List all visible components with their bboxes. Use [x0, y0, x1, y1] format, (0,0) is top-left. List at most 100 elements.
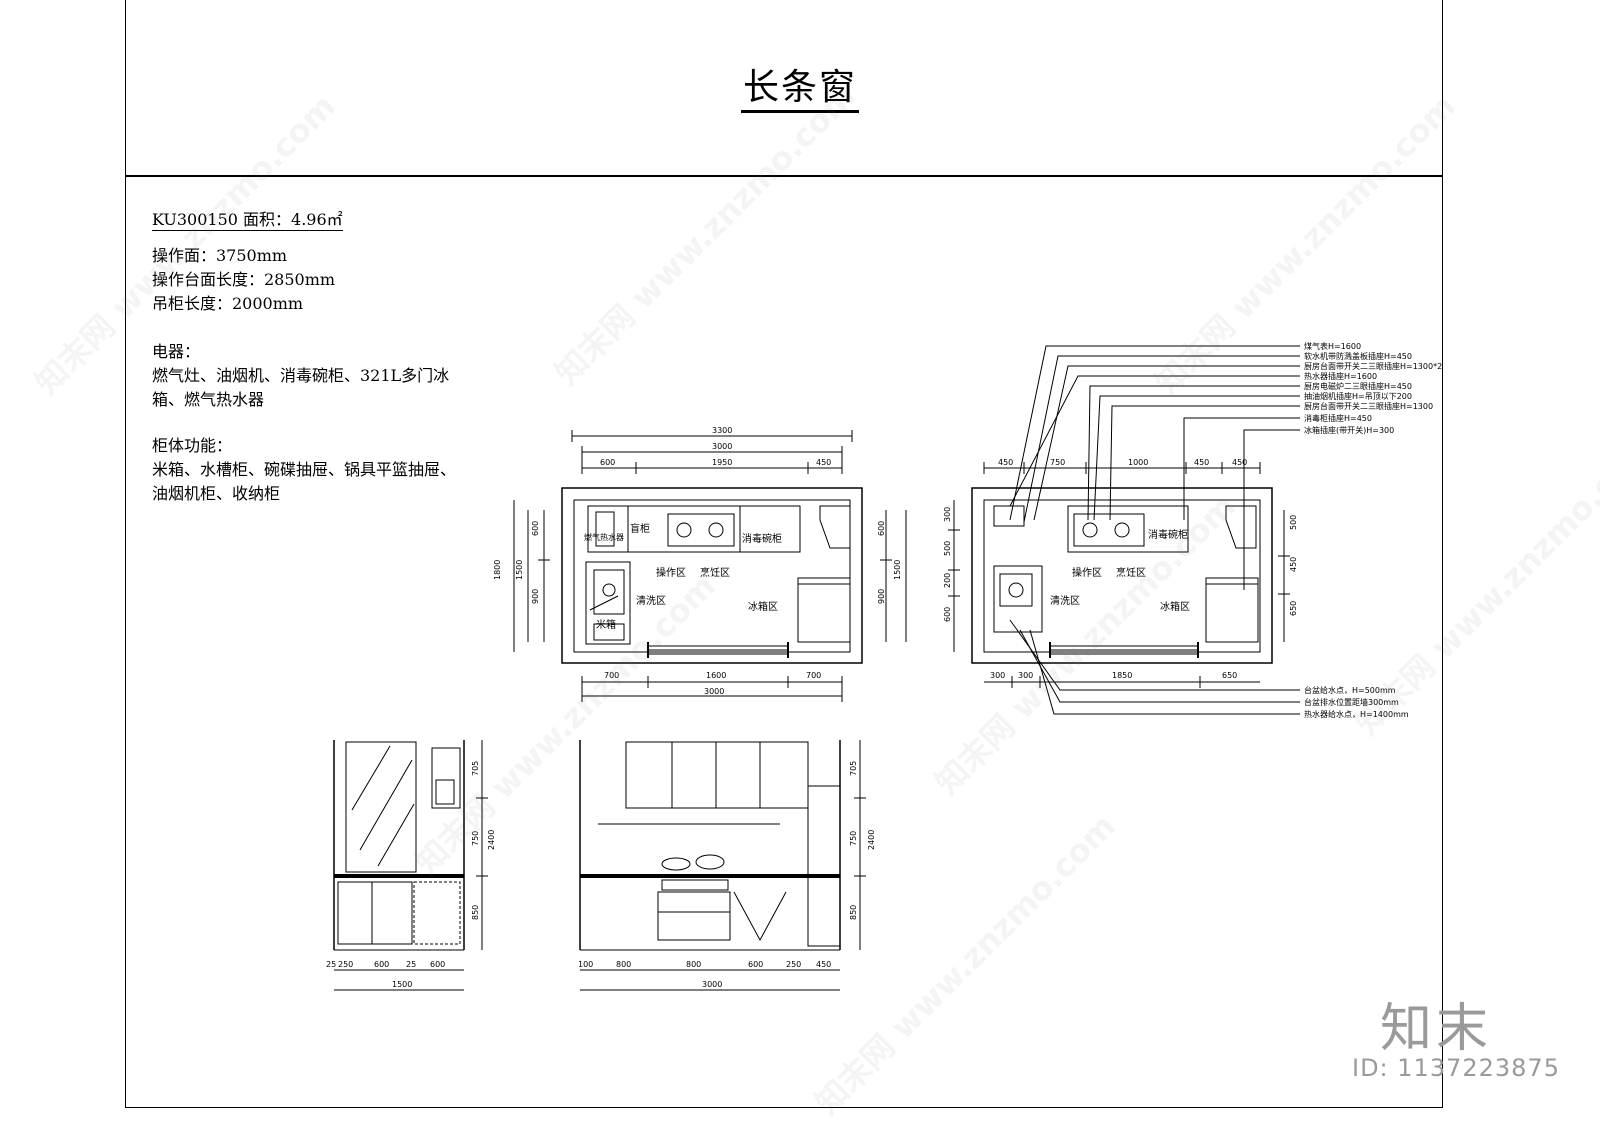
dim-bottom-seg: 600: [430, 960, 445, 969]
appliances-line1: 燃气灶、油烟机、消毒碗柜、321L多门冰: [152, 366, 450, 385]
functions-line1: 米箱、水槽柜、碗碟抽屉、锅具平篮抽屉、: [152, 460, 457, 479]
dim-top-total: 3300: [712, 426, 732, 435]
brand-logo: 知末: [1380, 999, 1493, 1059]
dim-top-seg: 450: [1194, 458, 1209, 467]
dim-right: 450: [1289, 557, 1298, 572]
label-disinfection-cabinet: 消毒碗柜: [742, 532, 782, 545]
dim-bottom-seg: 1850: [1112, 671, 1132, 680]
legend-item: 厨房台面带开关二三眼插座H=1300: [1304, 401, 1433, 411]
functions-heading: 柜体功能：: [152, 436, 233, 455]
appliances-line2: 箱、燃气热水器: [152, 390, 265, 409]
dim-top-seg: 1950: [712, 458, 732, 467]
plan-right: [948, 345, 1300, 715]
dim-bottom-seg: 250: [338, 960, 353, 969]
zone-operation: 操作区: [1072, 566, 1102, 579]
dim-bottom-seg: 600: [374, 960, 389, 969]
dim-left: 1500: [515, 560, 524, 580]
zone-washing: 清洗区: [636, 594, 666, 607]
dim-bottom-total: 1500: [392, 980, 412, 989]
dim-bottom-seg: 800: [686, 960, 701, 969]
code-area: KU300150 面积：4.96㎡: [152, 210, 343, 231]
operating-surface: 操作面：3750mm: [152, 246, 288, 265]
legend-item: 热水器给水点，H=1400mm: [1304, 709, 1409, 719]
dim-right: 500: [1289, 515, 1298, 530]
elevation-right: [579, 740, 866, 991]
dim-bottom-seg: 300: [990, 671, 1005, 680]
dim-right: 705: [471, 761, 480, 776]
functions-line2: 油烟机柜、收纳柜: [152, 484, 281, 503]
dim-right: 850: [471, 905, 480, 920]
dim-top-seg: 450: [998, 458, 1013, 467]
dim-bottom-seg: 250: [786, 960, 801, 969]
legend-item: 冰箱插座(带开关)H=300: [1304, 425, 1394, 435]
dim-right: 850: [849, 905, 858, 920]
image-id: ID: 1137223875: [1352, 1054, 1560, 1082]
dim-bottom-seg: 650: [1222, 671, 1237, 680]
dim-top-seg: 1000: [1128, 458, 1148, 467]
drawing-frame: [125, 176, 1443, 1108]
legend-item: 软水机带防溅盖板插座H=450: [1304, 351, 1412, 361]
legend-item: 消毒柜插座H=450: [1304, 413, 1372, 423]
dim-left: 900: [531, 589, 540, 604]
wall-cabinet-length: 吊柜长度：2000mm: [152, 294, 304, 313]
zone-cooking: 烹饪区: [700, 566, 730, 579]
dim-top-inner: 3000: [712, 442, 732, 451]
plan-left: [513, 430, 907, 702]
legend-item: 热水器插座H=1600: [1304, 371, 1377, 381]
label-rice-box: 米箱: [596, 618, 616, 631]
label-disinfection-cabinet: 消毒碗柜: [1148, 528, 1188, 541]
dim-bottom-seg: 25: [406, 960, 416, 969]
spec-block: 操作面：3750mm 操作台面长度：2850mm 吊柜长度：2000mm: [152, 244, 335, 316]
dim-right: 705: [849, 761, 858, 776]
dim-bottom-seg: 100: [578, 960, 593, 969]
dim-right: 650: [1289, 601, 1298, 616]
dim-right-total: 2400: [867, 830, 876, 850]
dim-top-seg: 450: [1232, 458, 1247, 467]
dim-bottom-total: 3000: [702, 980, 722, 989]
counter-length: 操作台面长度：2850mm: [152, 270, 336, 289]
zone-fridge: 冰箱区: [748, 600, 778, 613]
dim-bottom-seg: 25: [326, 960, 336, 969]
appliances-heading: 电器：: [152, 342, 201, 361]
dim-top-seg: 450: [816, 458, 831, 467]
dim-left: 500: [943, 541, 952, 556]
dim-bottom-seg: 300: [1018, 671, 1033, 680]
dim-right: 900: [877, 589, 886, 604]
dim-left: 200: [943, 573, 952, 588]
dim-left: 300: [943, 507, 952, 522]
page-title: 长条窗: [0, 58, 1600, 113]
dim-left: 1800: [493, 560, 502, 580]
dim-right-total: 2400: [487, 830, 496, 850]
zone-cooking: 烹饪区: [1116, 566, 1146, 579]
legend-item: 煤气表H=1600: [1304, 341, 1361, 351]
info-block: KU300150 面积：4.96㎡: [152, 208, 343, 232]
zone-fridge: 冰箱区: [1160, 600, 1190, 613]
dim-right: 750: [849, 831, 858, 846]
dim-left: 600: [943, 607, 952, 622]
elevation-left: [333, 740, 488, 991]
dim-left: 600: [531, 521, 540, 536]
dim-bottom-seg: 800: [616, 960, 631, 969]
dim-bottom-seg: 1600: [706, 671, 726, 680]
legend-item: 厨房台面带开关二三眼插座H=1300*2: [1304, 361, 1442, 371]
dim-top-seg: 750: [1050, 458, 1065, 467]
dim-top-seg: 600: [600, 458, 615, 467]
dim-bottom-total: 3000: [704, 687, 724, 696]
label-blind-cabinet: 盲柜: [630, 522, 650, 535]
legend-item: 抽油烟机插座H=吊顶以下200: [1304, 391, 1412, 401]
label-water-heater: 燃气热水器: [584, 532, 624, 542]
legend-item: 台盆排水位置距墙300mm: [1304, 697, 1399, 707]
appliances-block: 电器： 燃气灶、油烟机、消毒碗柜、321L多门冰 箱、燃气热水器: [152, 340, 449, 412]
legend-item: 厨房电磁炉二三眼插座H=450: [1304, 381, 1412, 391]
dim-right: 1500: [893, 560, 902, 580]
dim-bottom-seg: 450: [816, 960, 831, 969]
dim-right: 600: [877, 521, 886, 536]
functions-block: 柜体功能： 米箱、水槽柜、碗碟抽屉、锅具平篮抽屉、 油烟机柜、收纳柜: [152, 434, 456, 506]
zone-washing: 清洗区: [1050, 594, 1080, 607]
dim-bottom-seg: 700: [604, 671, 619, 680]
dim-right: 750: [471, 831, 480, 846]
legend-item: 台盆给水点，H=500mm: [1304, 685, 1396, 695]
dim-bottom-seg: 600: [748, 960, 763, 969]
zone-operation: 操作区: [656, 566, 686, 579]
